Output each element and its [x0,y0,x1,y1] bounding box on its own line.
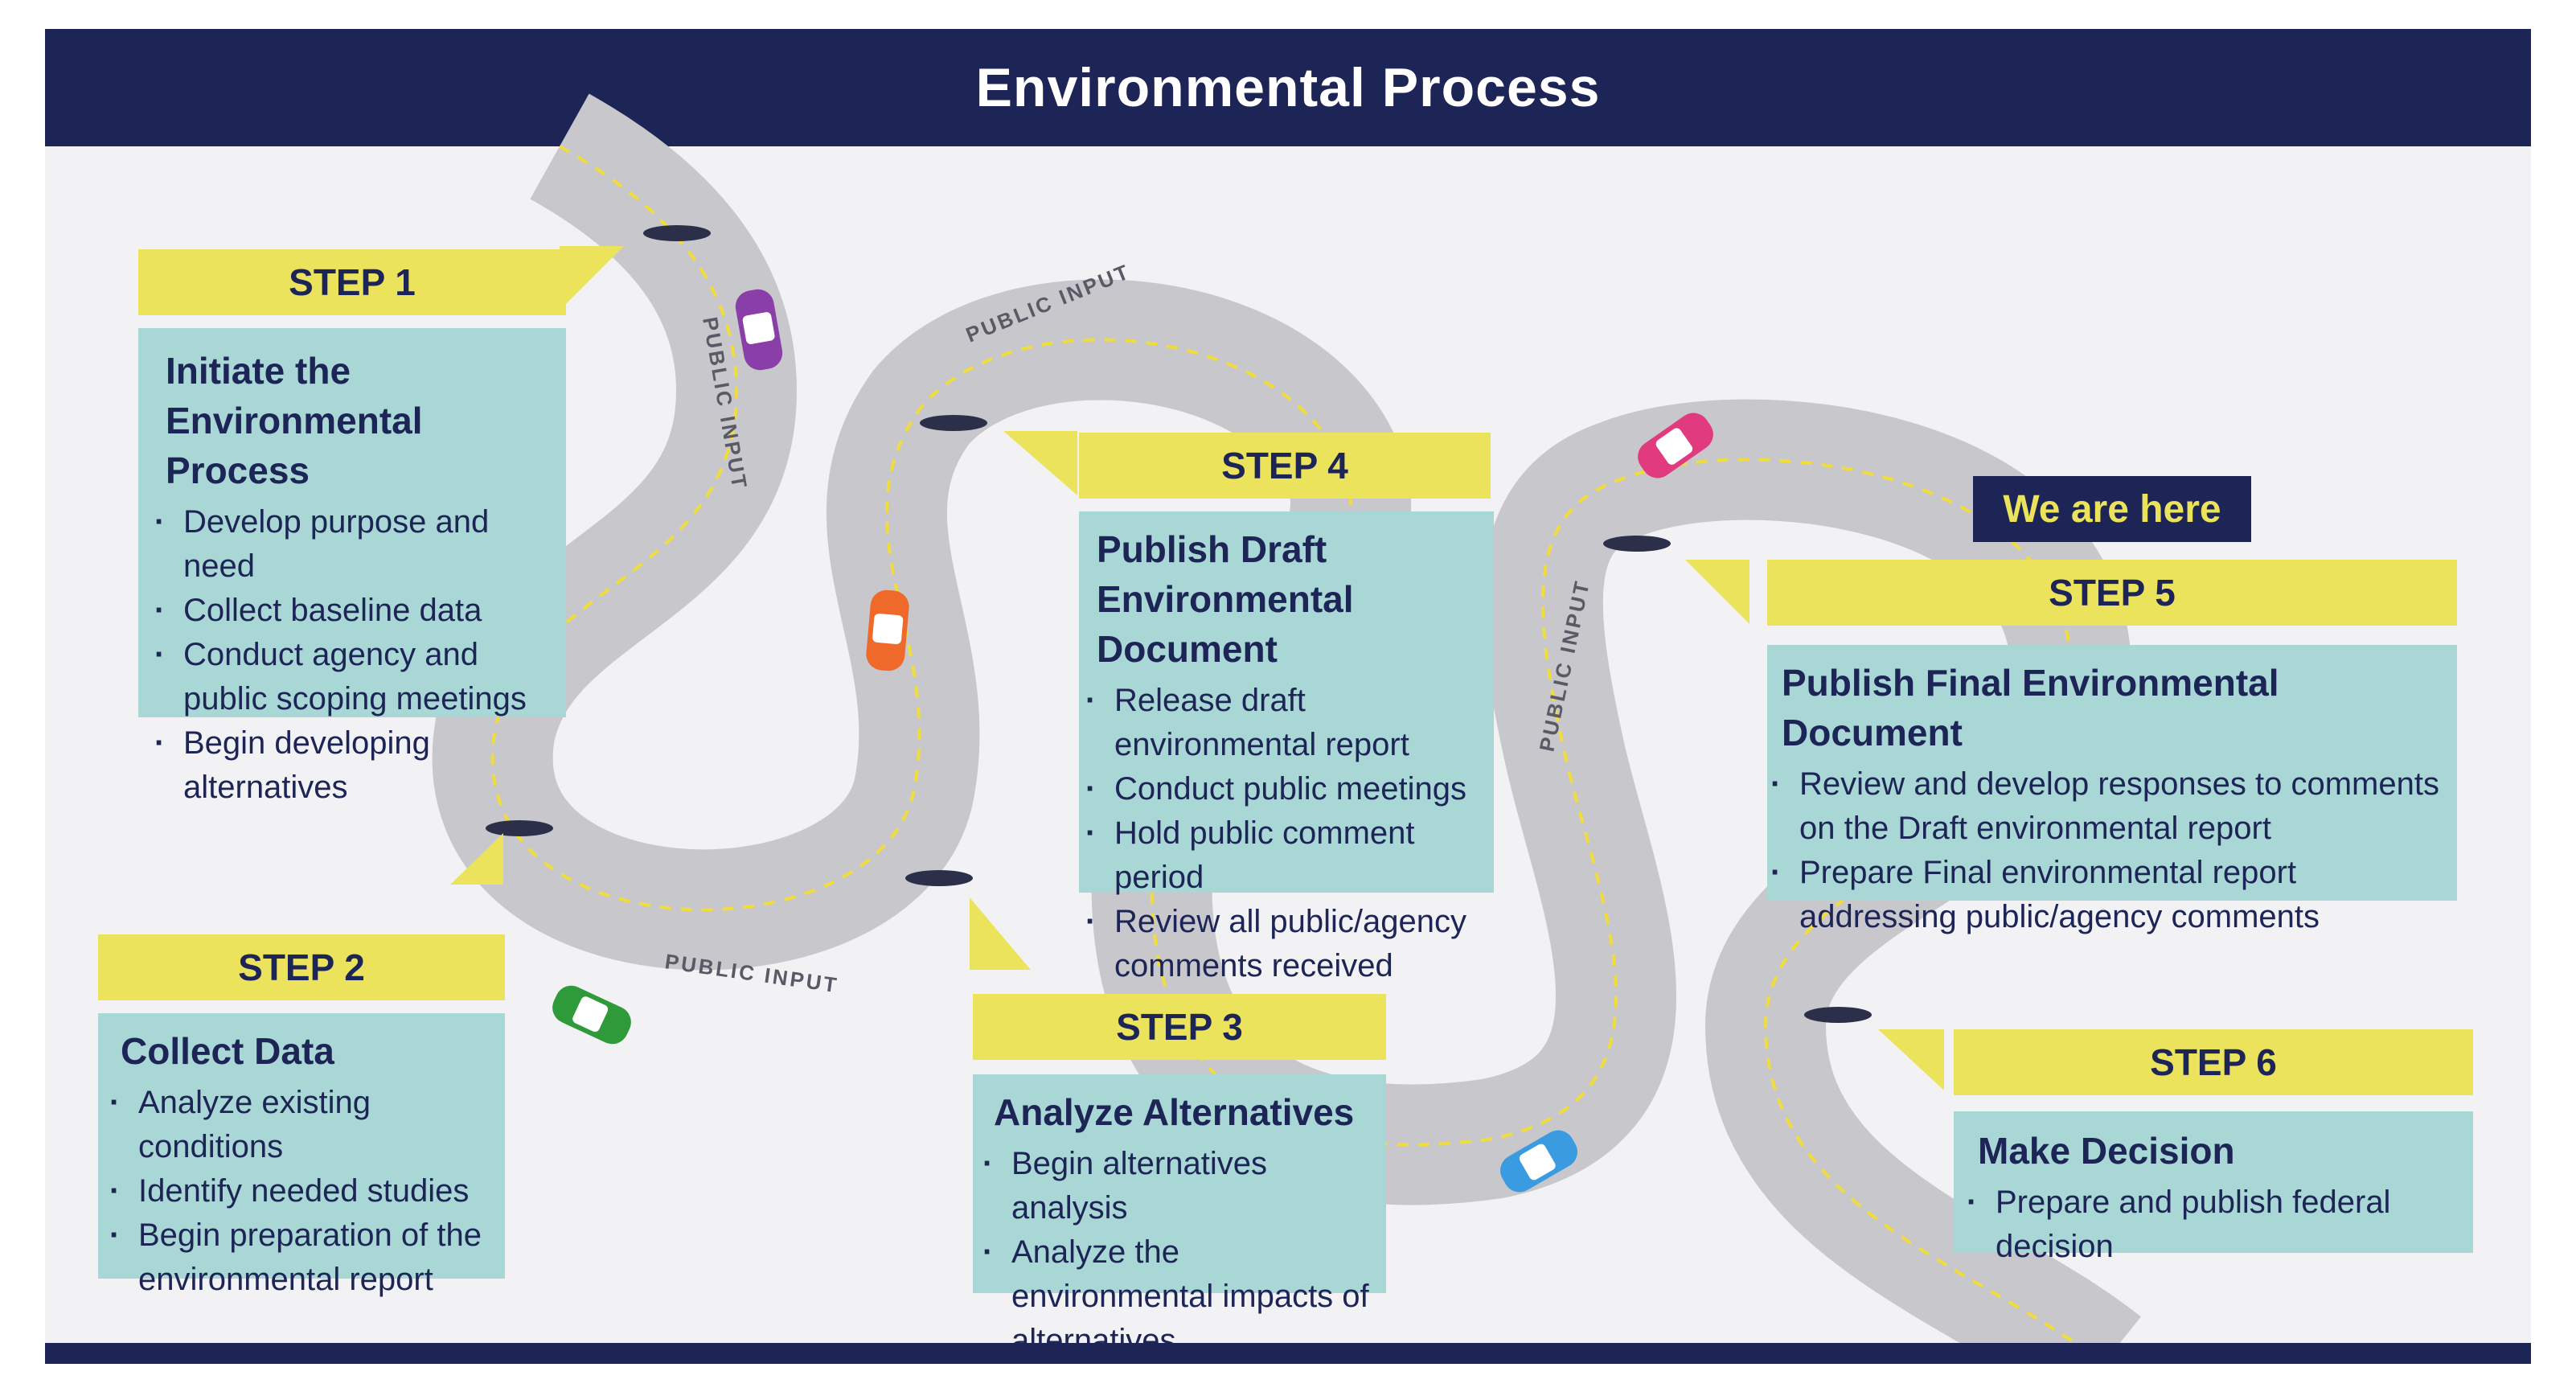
car-purple [735,289,783,371]
step-5-item: Review and develop responses to comments… [1782,762,2444,851]
step-1-header: STEP 1 [138,249,566,315]
step-3-card: Analyze Alternatives Begin alternatives … [973,1074,1386,1358]
step-1-title: Initiate the Environmental Process [166,350,423,491]
car-pink [1638,413,1713,478]
step-5-card: Publish Final Environmental Document Rev… [1767,645,2457,934]
step-5-title: Publish Final Environmental Document [1782,662,2279,753]
step-4-title: Publish Draft Environmental Document [1097,528,1354,670]
diagram-frame: Environmental Process [45,29,2531,1364]
marker-6 [1804,1007,1872,1023]
step-1-item: Collect baseline data [166,589,553,633]
step-1-list: Develop purpose and need Collect baselin… [166,500,553,810]
page-title: Environmental Process [975,57,1601,118]
step-4-item: Release draft environmental report [1097,679,1481,767]
pointer-step-4 [1003,431,1077,495]
pointer-step-1 [560,246,624,310]
step-4-header: STEP 4 [1079,433,1491,499]
marker-3 [905,870,973,886]
step-6-header: STEP 6 [1954,1029,2473,1095]
step-1-item: Conduct agency and public scoping meetin… [166,633,553,721]
step-2-item: Begin preparation of the environmental r… [121,1213,492,1302]
we-are-here-badge: We are here [1973,476,2251,542]
pointer-step-2 [450,833,503,885]
step-3-header: STEP 3 [973,994,1386,1060]
step-1-item: Develop purpose and need [166,500,553,589]
step-4-item: Review all public/agency comments receiv… [1097,900,1481,988]
step-6-title: Make Decision [1978,1130,2235,1172]
step-5-list: Review and develop responses to comments… [1782,762,2444,939]
step-6-item: Prepare and publish federal decision [1978,1181,2460,1269]
step-2-item: Analyze existing conditions [121,1081,492,1169]
step-6-list: Prepare and publish federal decision [1978,1181,2460,1269]
marker-4 [920,415,987,431]
step-4-card: Publish Draft Environmental Document Rel… [1079,511,1494,983]
step-4-item: Hold public comment period [1097,811,1481,900]
step-2-card: Collect Data Analyze existing conditions… [98,1013,505,1297]
step-6-card: Make Decision Prepare and publish federa… [1954,1111,2473,1264]
step-3-item: Begin alternatives analysis [994,1142,1373,1230]
marker-2 [486,820,553,836]
step-2-list: Analyze existing conditions Identify nee… [121,1081,492,1302]
marker-1 [643,225,711,241]
car-green [552,985,631,1045]
car-blue [1500,1130,1577,1193]
step-3-list: Begin alternatives analysis Analyze the … [994,1142,1373,1363]
pointer-step-3 [970,897,1031,970]
marker-5 [1603,536,1671,552]
pointer-step-5 [1685,560,1749,624]
step-2-item: Identify needed studies [121,1169,492,1213]
bottom-bar [45,1343,2531,1364]
step-5-header: STEP 5 [1767,560,2457,626]
step-3-title: Analyze Alternatives [994,1091,1355,1133]
step-1-item: Begin developing alternatives [166,721,553,810]
step-2-title: Collect Data [121,1030,334,1072]
pointer-step-6 [1878,1029,1944,1090]
step-2-header: STEP 2 [98,934,505,1000]
step-4-list: Release draft environmental report Condu… [1097,679,1481,988]
step-4-item: Conduct public meetings [1097,767,1481,811]
step-5-item: Prepare Final environmental report addre… [1782,851,2444,939]
step-1-card: Initiate the Environmental Process Devel… [138,328,566,805]
title-bar: Environmental Process [45,29,2531,146]
car-orange [866,589,909,671]
